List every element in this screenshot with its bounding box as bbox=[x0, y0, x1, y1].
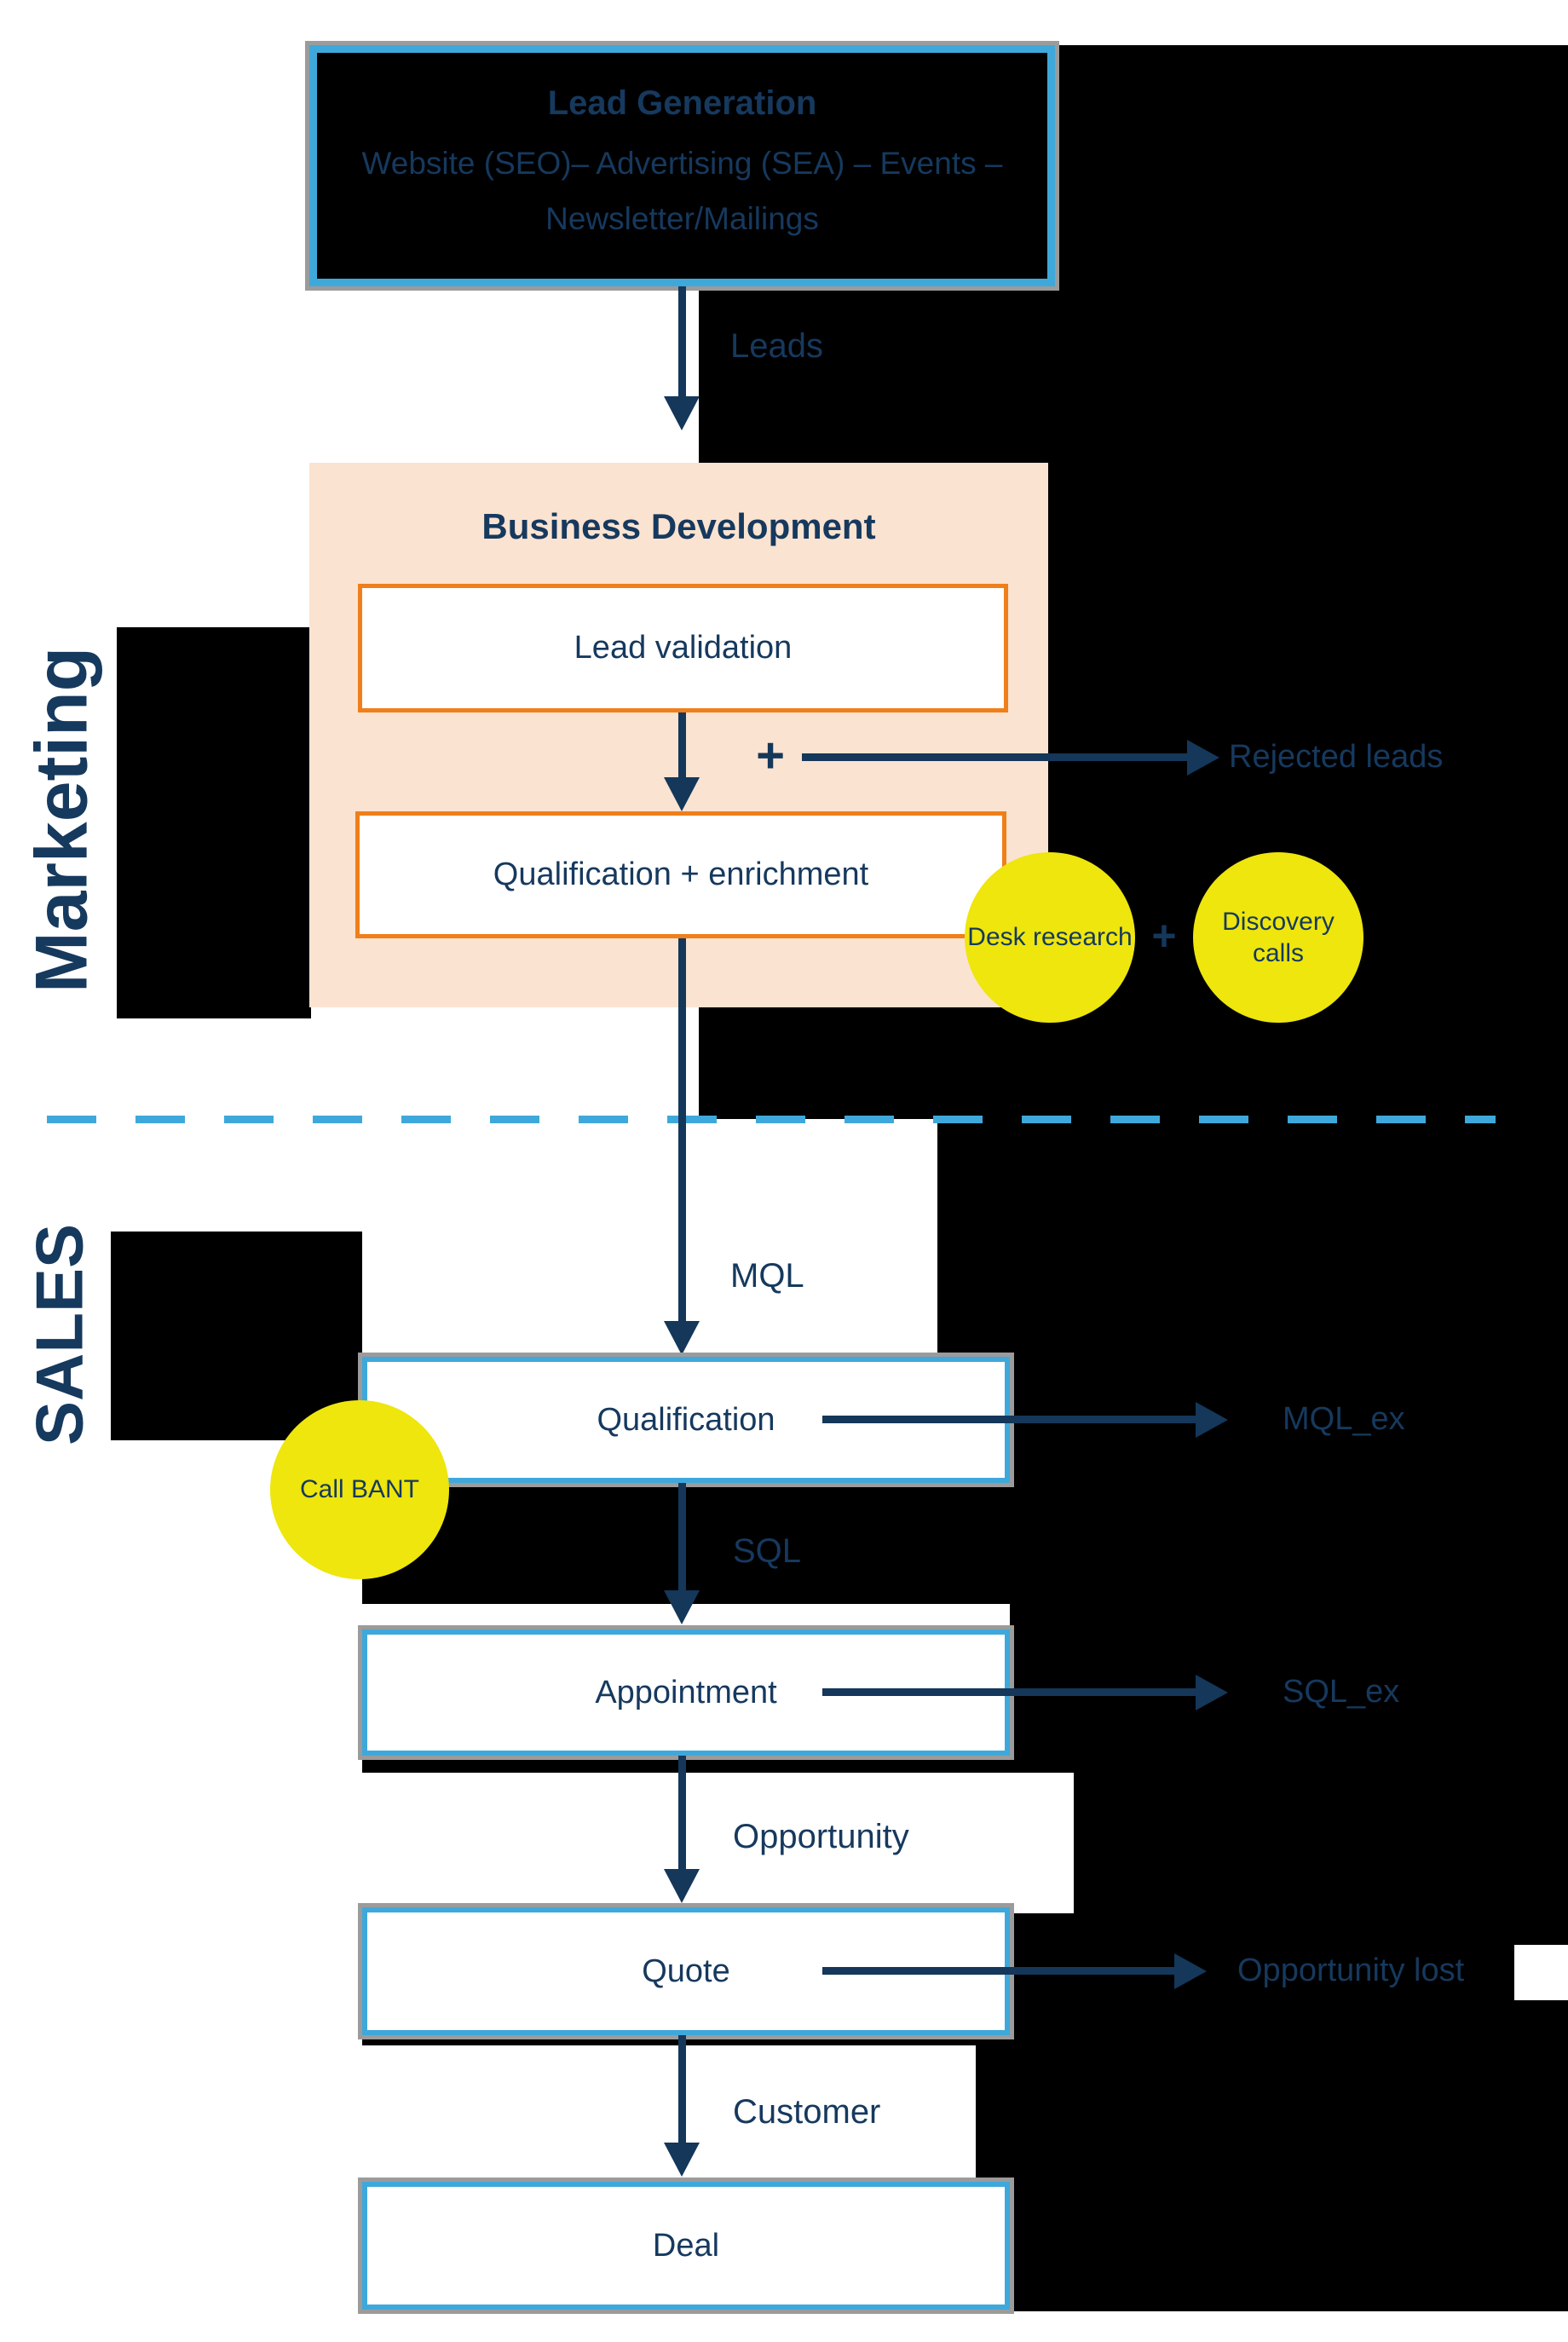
lead-validation-label: Lead validation bbox=[574, 630, 793, 666]
qualification-enrichment-box: Qualification + enrichment bbox=[355, 811, 1006, 938]
black-notch bbox=[117, 627, 311, 1018]
white-backdrop bbox=[309, 286, 699, 463]
qualification-label: Qualification bbox=[597, 1401, 775, 1438]
white-backdrop bbox=[362, 1232, 937, 1355]
opportunity-arrowhead-icon bbox=[664, 1869, 700, 1903]
validation-arrow bbox=[678, 712, 686, 777]
sql-exit-label: SQL_ex bbox=[1283, 1673, 1400, 1710]
opportunity-lost-arrow bbox=[822, 1967, 1174, 1975]
black-notch bbox=[111, 1232, 362, 1440]
sql-arrow bbox=[678, 1483, 686, 1590]
sql-exit-arrow bbox=[822, 1688, 1196, 1696]
white-backdrop bbox=[362, 1773, 1074, 1913]
leads-arrow bbox=[678, 286, 686, 396]
deal-box: Deal bbox=[358, 2178, 1014, 2314]
leads-label: Leads bbox=[730, 326, 823, 365]
opportunity-arrow bbox=[678, 1756, 686, 1869]
rejected-leads-label: Rejected leads bbox=[1229, 738, 1444, 775]
white-backdrop bbox=[0, 2311, 1568, 2342]
quote-box: Quote bbox=[358, 1903, 1014, 2039]
white-backdrop bbox=[0, 627, 117, 1018]
sql-arrowhead-icon bbox=[664, 1590, 700, 1624]
sql-label: SQL bbox=[733, 1532, 802, 1570]
lead-generation-box: Lead Generation Website (SEO)– Advertisi… bbox=[305, 41, 1059, 291]
white-backdrop bbox=[0, 45, 309, 627]
opportunity-label: Opportunity bbox=[733, 1817, 909, 1855]
white-backdrop bbox=[1514, 1945, 1568, 2000]
mql-exit-arrow bbox=[822, 1416, 1196, 1423]
deal-label: Deal bbox=[652, 2227, 720, 2264]
validation-arrowhead-icon bbox=[664, 777, 700, 811]
white-backdrop bbox=[0, 1007, 699, 1119]
customer-arrowhead-icon bbox=[664, 2143, 700, 2177]
rejected-leads-arrowhead-icon bbox=[1187, 740, 1219, 776]
discovery-calls-circle: Discovery calls bbox=[1193, 852, 1363, 1023]
lead-validation-box: Lead validation bbox=[358, 584, 1008, 712]
desk-research-circle: Desk research bbox=[965, 852, 1135, 1023]
customer-arrow bbox=[678, 2035, 686, 2143]
qualification-enrichment-label: Qualification + enrichment bbox=[493, 857, 869, 892]
sql-exit-arrowhead-icon bbox=[1196, 1675, 1228, 1710]
white-backdrop bbox=[0, 1119, 937, 1232]
plus-icon: + bbox=[756, 727, 785, 783]
marketing-sales-divider bbox=[47, 1116, 1496, 1123]
opportunity-lost-label: Opportunity lost bbox=[1237, 1952, 1465, 1988]
white-backdrop bbox=[0, 0, 1568, 45]
call-bant-circle: Call BANT bbox=[270, 1400, 449, 1579]
sales-lane-label: SALES bbox=[21, 1223, 97, 1446]
appointment-label: Appointment bbox=[595, 1674, 777, 1710]
customer-label: Customer bbox=[733, 2092, 881, 2131]
mql-exit-label: MQL_ex bbox=[1283, 1400, 1405, 1437]
business-development-title: Business Development bbox=[481, 506, 876, 546]
rejected-leads-arrow bbox=[802, 753, 1187, 761]
mql-arrowhead-icon bbox=[664, 1321, 700, 1355]
leads-arrowhead-icon bbox=[664, 396, 700, 430]
lead-generation-title: Lead Generation bbox=[547, 84, 817, 123]
mql-arrow bbox=[678, 938, 686, 1321]
marketing-lane-label: Marketing bbox=[20, 646, 103, 994]
mql-label: MQL bbox=[730, 1256, 804, 1295]
quote-label: Quote bbox=[642, 1953, 730, 1989]
circles-plus-icon: + bbox=[1151, 912, 1177, 960]
lead-generation-channels: Website (SEO)– Advertising (SEA) – Event… bbox=[361, 146, 1003, 236]
opportunity-lost-arrowhead-icon bbox=[1174, 1953, 1207, 1989]
mql-exit-arrowhead-icon bbox=[1196, 1402, 1228, 1438]
